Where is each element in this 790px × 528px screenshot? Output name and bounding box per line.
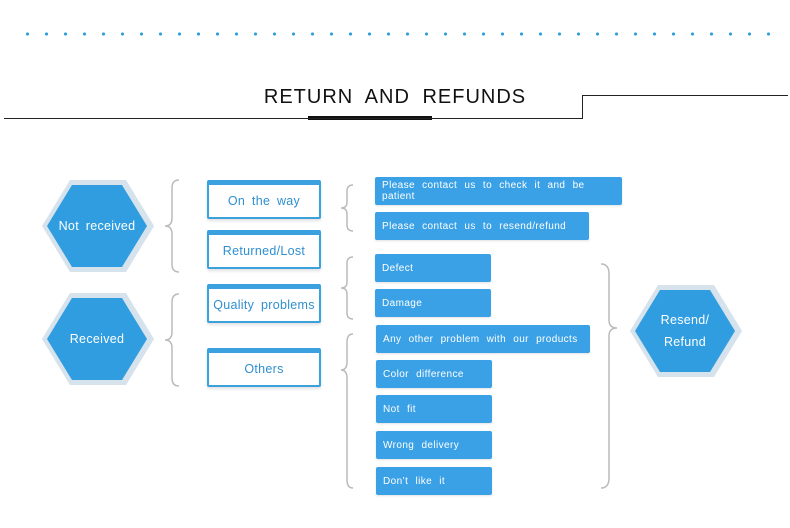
category-returned-lost: Returned/Lost [207,230,321,269]
tag-color-difference: Color difference [376,360,492,388]
tag-not-fit: Not fit [376,395,492,423]
tag-wrong-delivery: Wrong delivery [376,431,492,459]
category-others: Others [207,348,321,387]
header-line-left [4,118,582,119]
tag-contact-check: Please contact us to check it and be pat… [375,177,622,205]
tag-contact-resend: Please contact us to resend/refund [375,212,589,240]
tag-dont-like-it: Don’t like it [376,467,492,495]
tag-any-other-problem: Any other problem with our products [376,325,590,353]
brace-outcome [600,263,618,489]
tag-defect: Defect [375,254,491,282]
tag-damage: Damage [375,289,491,317]
brace-received [164,293,180,387]
header-line-right [582,95,788,96]
category-quality-problems: Quality problems [207,284,321,323]
brace-quality [340,256,354,320]
category-on-the-way: On the way [207,180,321,219]
header-line-step [582,95,583,119]
brace-not-received [164,179,180,273]
hex-not-received: Not received [47,185,147,267]
brace-others [340,333,354,489]
page-title: RETURN AND REFUNDS [263,86,527,108]
brace-on-the-way [340,184,354,232]
dotted-divider [18,32,778,36]
hex-resend-refund: Resend/ Refund [635,290,735,372]
